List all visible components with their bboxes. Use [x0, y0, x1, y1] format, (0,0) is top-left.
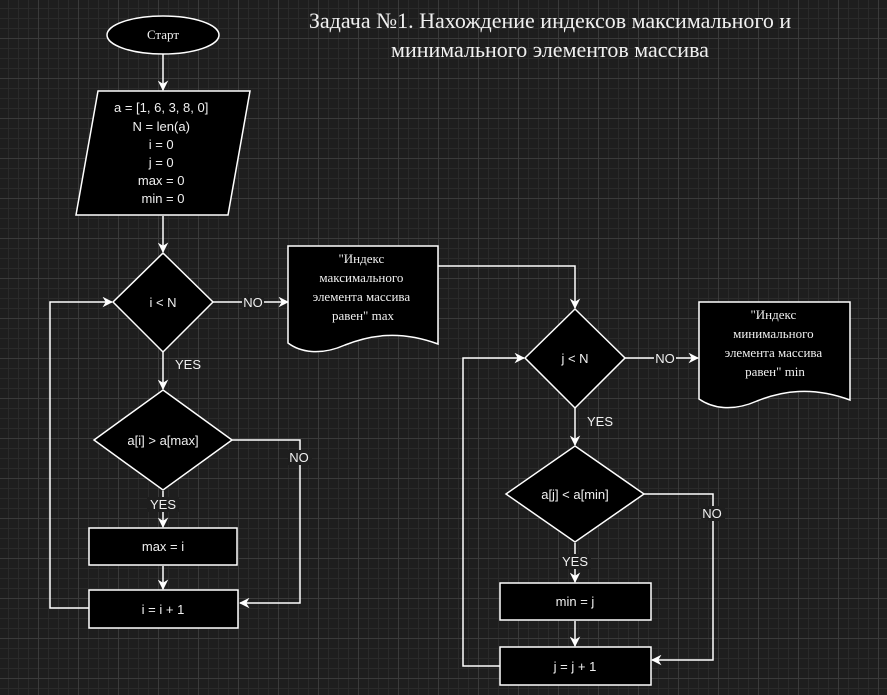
init-line: a = [1, 6, 3, 8, 0] — [114, 100, 208, 115]
node-out-max: "Индекс максимального элемента массива р… — [287, 245, 439, 353]
inc-i-label: i = i + 1 — [142, 602, 185, 617]
inc-j-label: j = j + 1 — [553, 659, 597, 674]
node-cond-max: a[i] > a[max] — [92, 389, 234, 491]
start-label: Старт — [147, 27, 179, 42]
title-line-2: минимального элементов массива — [391, 37, 709, 62]
init-line: max = 0 — [138, 173, 185, 188]
edge-label-yes: YES — [175, 357, 201, 372]
edge-out-max-to-cond-j — [438, 265, 581, 310]
out-max-line: элемента массива — [313, 289, 411, 304]
edge-loop-i — [49, 296, 114, 609]
cond-min-label: a[j] < a[min] — [541, 487, 609, 502]
edge-label-no: NO — [702, 506, 722, 521]
assign-max-label: max = i — [142, 539, 184, 554]
node-inc-j: j = j + 1 — [499, 646, 652, 686]
edge-label-yes: YES — [587, 414, 613, 429]
edge-label-yes: YES — [150, 497, 176, 512]
edge-label-no: NO — [243, 295, 263, 310]
edge-cond-min-no — [644, 493, 714, 666]
init-line: j = 0 — [148, 155, 174, 170]
node-cond-j: j < N — [523, 307, 627, 410]
node-out-min: "Индекс минимального элемента массива ра… — [698, 301, 851, 409]
init-line: min = 0 — [142, 191, 185, 206]
out-min-line: элемента массива — [725, 345, 823, 360]
node-inc-i: i = i + 1 — [88, 589, 239, 629]
cond-max-label: a[i] > a[max] — [127, 433, 198, 448]
title-line-1: Задача №1. Нахождение индексов максималь… — [308, 8, 792, 33]
edge-labels: NO YES NO YES NO YES NO YES — [147, 294, 725, 569]
init-text: a = [1, 6, 3, 8, 0] N = len(a) i = 0 j =… — [114, 100, 212, 206]
node-cond-min: a[j] < a[min] — [504, 445, 646, 543]
node-start: Старт — [106, 15, 220, 55]
node-assign-min: min = j — [499, 582, 652, 621]
node-init: a = [1, 6, 3, 8, 0] N = len(a) i = 0 j =… — [75, 90, 251, 216]
out-min-text: "Индекс минимального элемента массива ра… — [725, 307, 826, 379]
node-assign-max: max = i — [88, 527, 238, 566]
cond-i-label: i < N — [149, 295, 176, 310]
edge-label-no: NO — [289, 450, 309, 465]
out-min-line: "Индекс — [750, 307, 796, 322]
init-line: N = len(a) — [132, 119, 189, 134]
cond-j-label: j < N — [560, 351, 588, 366]
edge-label-no: NO — [655, 351, 675, 366]
out-min-line: минимального — [733, 326, 814, 341]
edge-cond-max-no — [232, 439, 301, 609]
out-min-line: равен" min — [745, 364, 805, 379]
node-cond-i: i < N — [111, 251, 215, 354]
out-max-text: "Индекс максимального элемента массива р… — [313, 251, 414, 323]
out-max-line: равен" max — [332, 308, 394, 323]
out-max-line: "Индекс — [338, 251, 384, 266]
edge-loop-j — [462, 352, 526, 667]
diagram-title: Задача №1. Нахождение индексов максималь… — [260, 6, 840, 64]
assign-min-label: min = j — [556, 594, 595, 609]
out-max-line: максимального — [319, 270, 403, 285]
edge-label-yes: YES — [562, 554, 588, 569]
init-line: i = 0 — [149, 137, 174, 152]
